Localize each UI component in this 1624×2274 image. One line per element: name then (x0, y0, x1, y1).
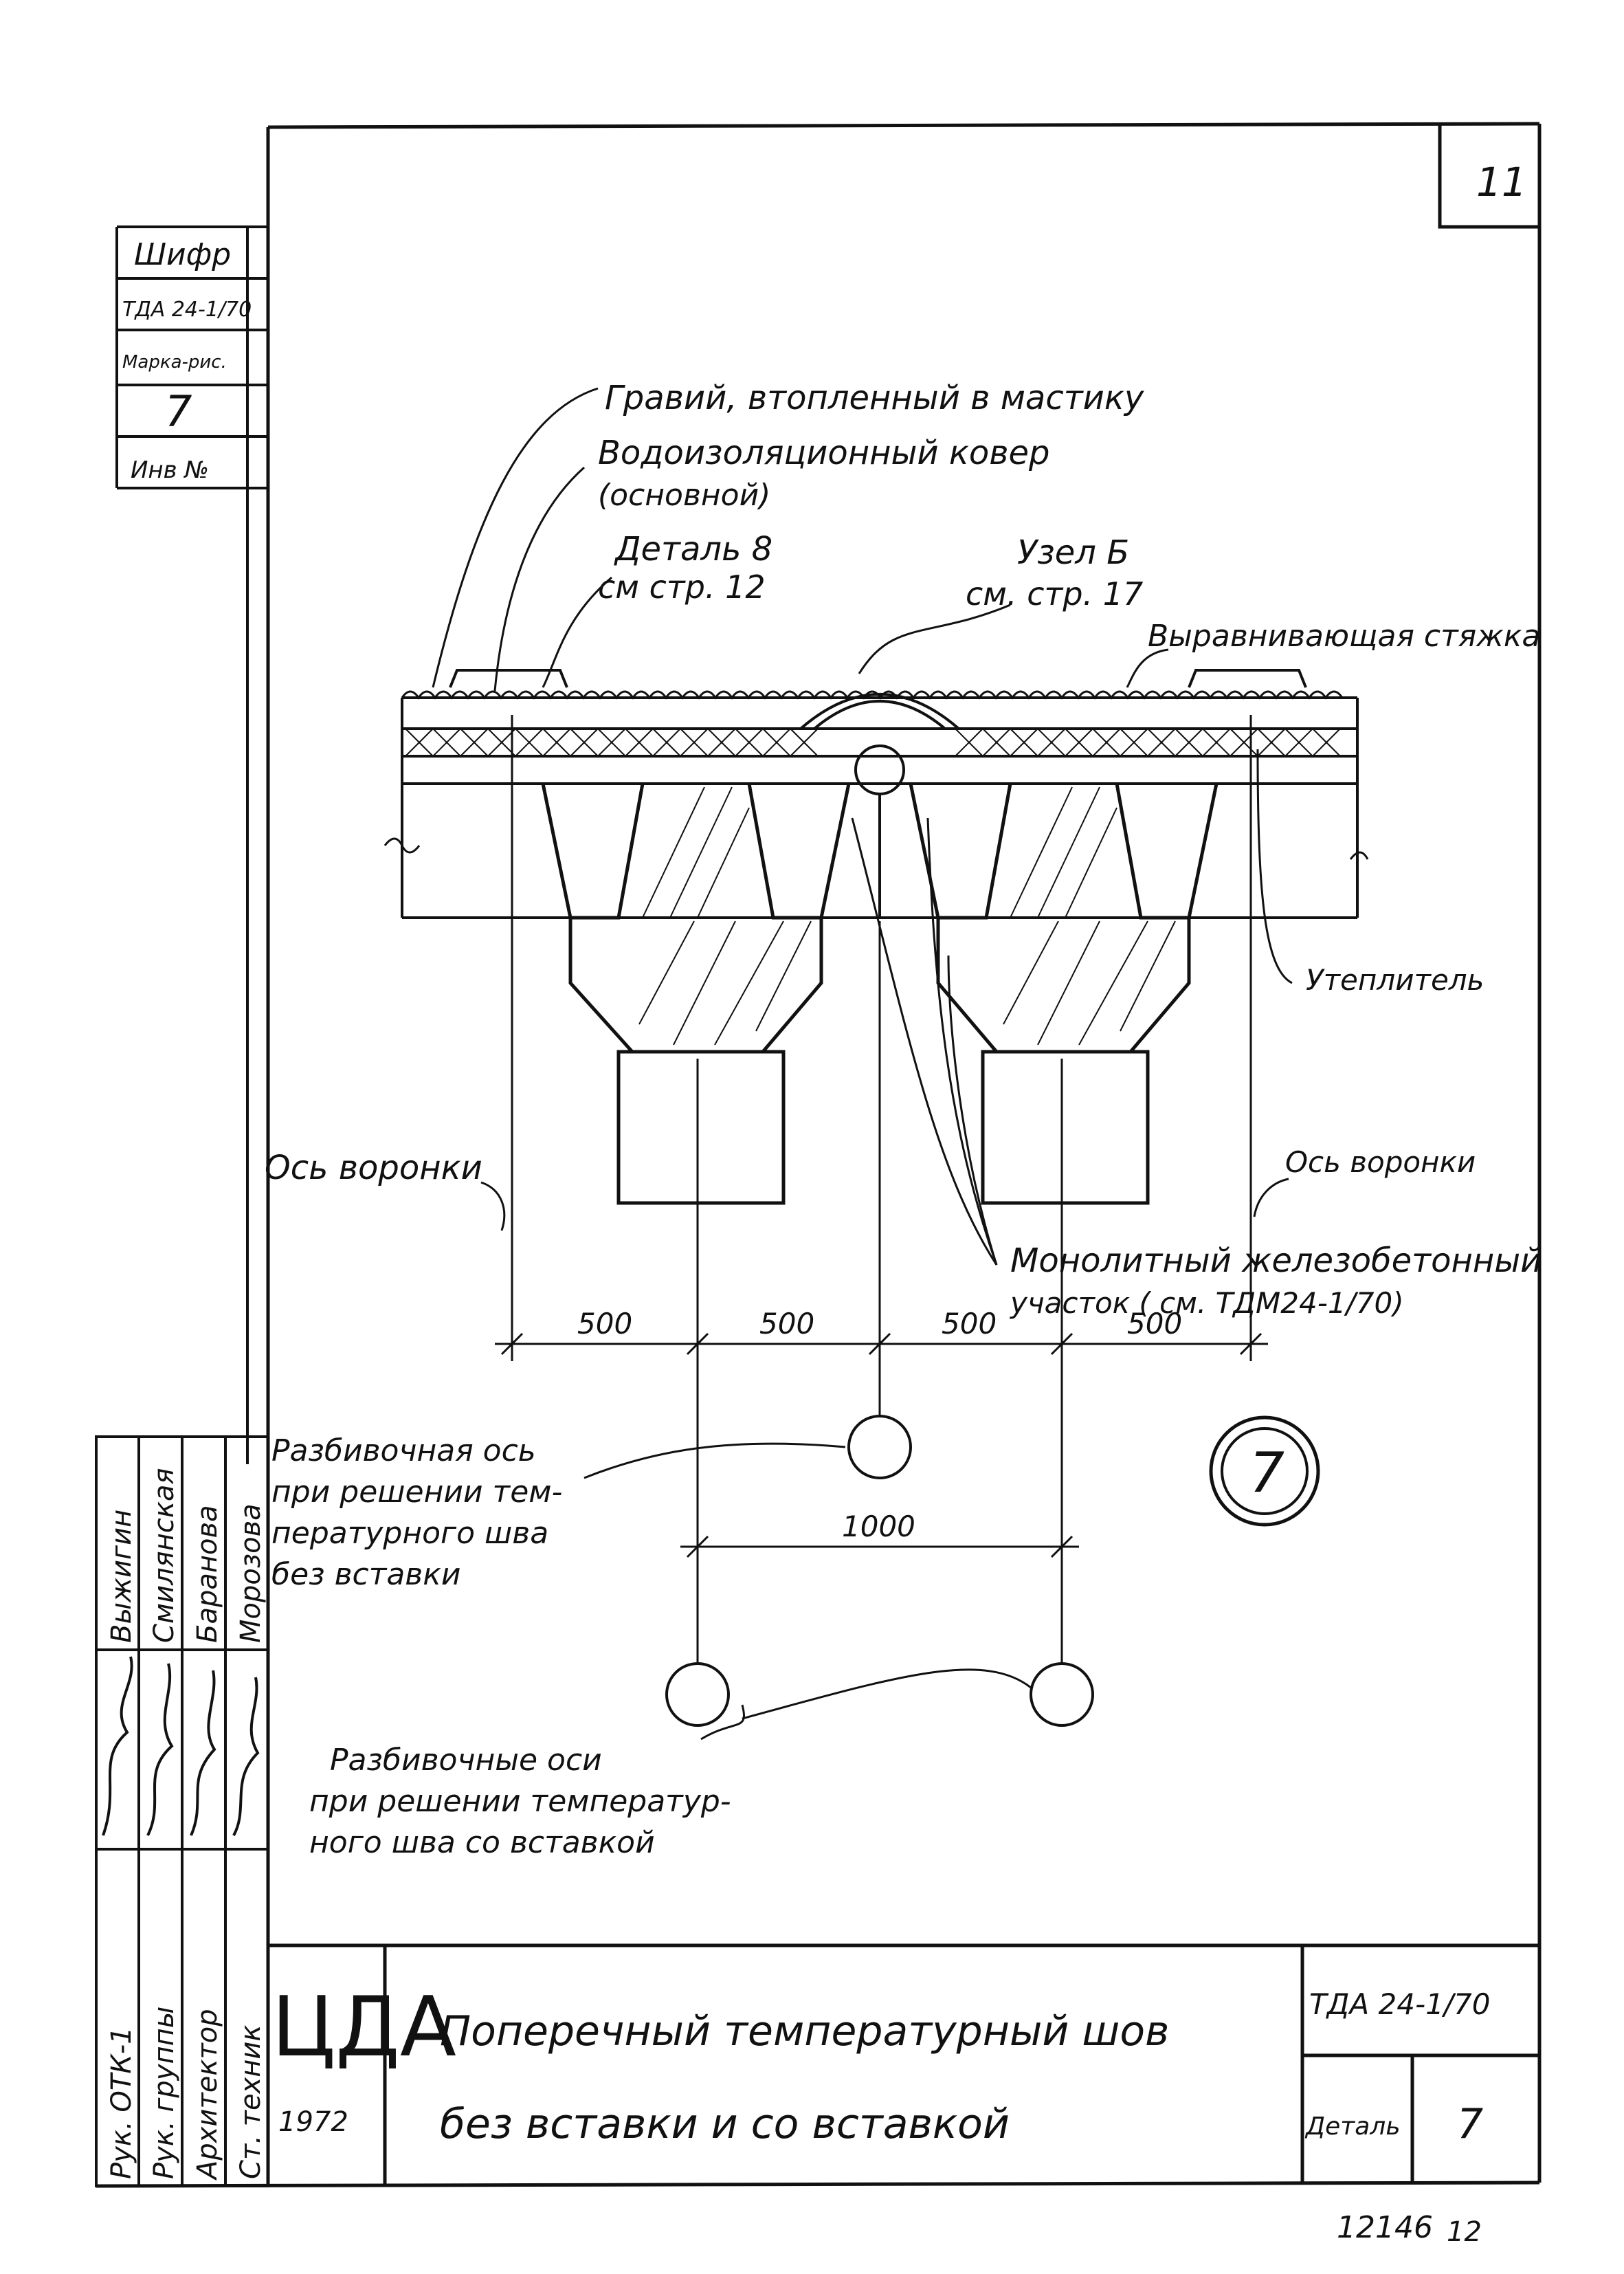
axis-marker-center (847, 1415, 912, 1479)
label-detail8-2: см стр. 12 (598, 568, 766, 606)
axis-lines (511, 715, 1252, 1664)
label-monolithic-2: участок ( см. ТДМ24-1/70) (1009, 1286, 1404, 1320)
dimension-line-1000 (680, 1535, 1079, 1558)
detail-8-hump-left (449, 669, 568, 688)
dimension-1: 500 (577, 1307, 632, 1340)
break-line-right (1349, 851, 1369, 860)
title-line-2: без вставки и со вставкой (440, 2100, 1010, 2148)
label-screed: Выравнивающая стяжка (1148, 619, 1540, 654)
gravel-layer (401, 690, 1344, 700)
dimension-4: 500 (1127, 1307, 1182, 1340)
detail-value: 7 (1457, 2100, 1483, 2148)
cipher-label: Шифр (134, 237, 231, 272)
label-monolithic-1: Монолитный железобетонный (1010, 1241, 1542, 1280)
expansion-joint-node (799, 693, 960, 918)
label-layout-axes-1: Разбивочные оси (330, 1743, 602, 1778)
detail-marker-number: 7 (1249, 1441, 1284, 1505)
dimension-3: 500 (942, 1307, 997, 1340)
name-2: Смилянская (148, 1468, 180, 1643)
handwritten-signatures (102, 1656, 260, 1836)
label-layout-axis-2: при решении тем- (271, 1475, 562, 1510)
axis-marker-right (1030, 1662, 1094, 1727)
label-layout-axis-4: без вставки (271, 1557, 460, 1592)
name-4: Морозова (235, 1503, 267, 1643)
detail-marker: 7 (1209, 1415, 1320, 1527)
detail-8-hump-right (1188, 669, 1307, 688)
dimension-total: 1000 (842, 1510, 915, 1543)
sheet-frame (96, 122, 1542, 2188)
page-number: 11 (1476, 159, 1527, 206)
name-3: Баранова (192, 1505, 223, 1643)
label-membrane-2: (основной) (598, 478, 770, 513)
sheet-number-bottom: 12 (1447, 2216, 1482, 2248)
inv-label: Инв № (131, 456, 209, 484)
dimension-line (495, 1332, 1268, 1356)
label-layout-axis-3: пературного шва (271, 1516, 548, 1551)
role-1: Рук. ОТК-1 (106, 2027, 137, 2179)
axis-marker-left (665, 1662, 730, 1727)
title-block: ЦДА 1972 Поперечный температурный шов бе… (268, 1943, 1539, 2185)
concrete-hatch (638, 786, 1176, 1046)
label-detail8-1: Деталь 8 (614, 530, 772, 568)
label-layout-axes-3: ного шва со вставкой (309, 1825, 655, 1860)
roof-section (383, 669, 1369, 1205)
label-node-b-2: см. стр. 17 (966, 575, 1143, 612)
mark-label: Марка-рис. (122, 352, 227, 373)
label-gravel: Гравий, втопленный в мастику (605, 379, 1144, 417)
label-insulation: Утеплитель (1306, 963, 1484, 997)
archive-number: 12146 (1337, 2210, 1433, 2245)
signature-block: Рук. ОТК-1 Рук. группы Архитектор Ст. те… (95, 1435, 269, 2187)
dimension-2: 500 (759, 1307, 814, 1340)
left-stamp: Шифр ТДА 24-1/70 Марка-рис. 7 Инв № (115, 225, 268, 1464)
title-code: ТДА 24-1/70 (1309, 1987, 1490, 2021)
role-4: Ст. техник (235, 2024, 267, 2179)
role-2: Рук. группы (148, 2007, 180, 2179)
insulation-hatch (405, 728, 1341, 757)
label-membrane-1: Водоизоляционный ковер (598, 434, 1050, 472)
break-line-left (383, 837, 421, 854)
detail-label: Деталь (1304, 2112, 1401, 2141)
cipher-value: ТДА 24-1/70 (122, 298, 252, 322)
year: 1972 (278, 2106, 348, 2138)
label-layout-axis-1: Разбивочная ось (271, 1433, 536, 1468)
name-1: Выжигин (106, 1510, 137, 1643)
mark-value: 7 (165, 386, 192, 437)
label-node-b-1: Узел Б (1017, 533, 1129, 572)
org-logo: ЦДА (271, 1980, 456, 2075)
leader-lines (432, 387, 1293, 1741)
label-funnel-axis-left: Ось воронки (265, 1149, 482, 1187)
ribbed-slab-left (541, 783, 851, 1205)
page-number-box: 11 (1438, 125, 1539, 229)
role-3: Архитектор (192, 2009, 223, 2181)
label-funnel-axis-right: Ось воронки (1285, 1145, 1476, 1179)
title-line-1: Поперечный температурный шов (440, 2007, 1169, 2055)
label-layout-axes-2: при решении температур- (309, 1784, 731, 1819)
